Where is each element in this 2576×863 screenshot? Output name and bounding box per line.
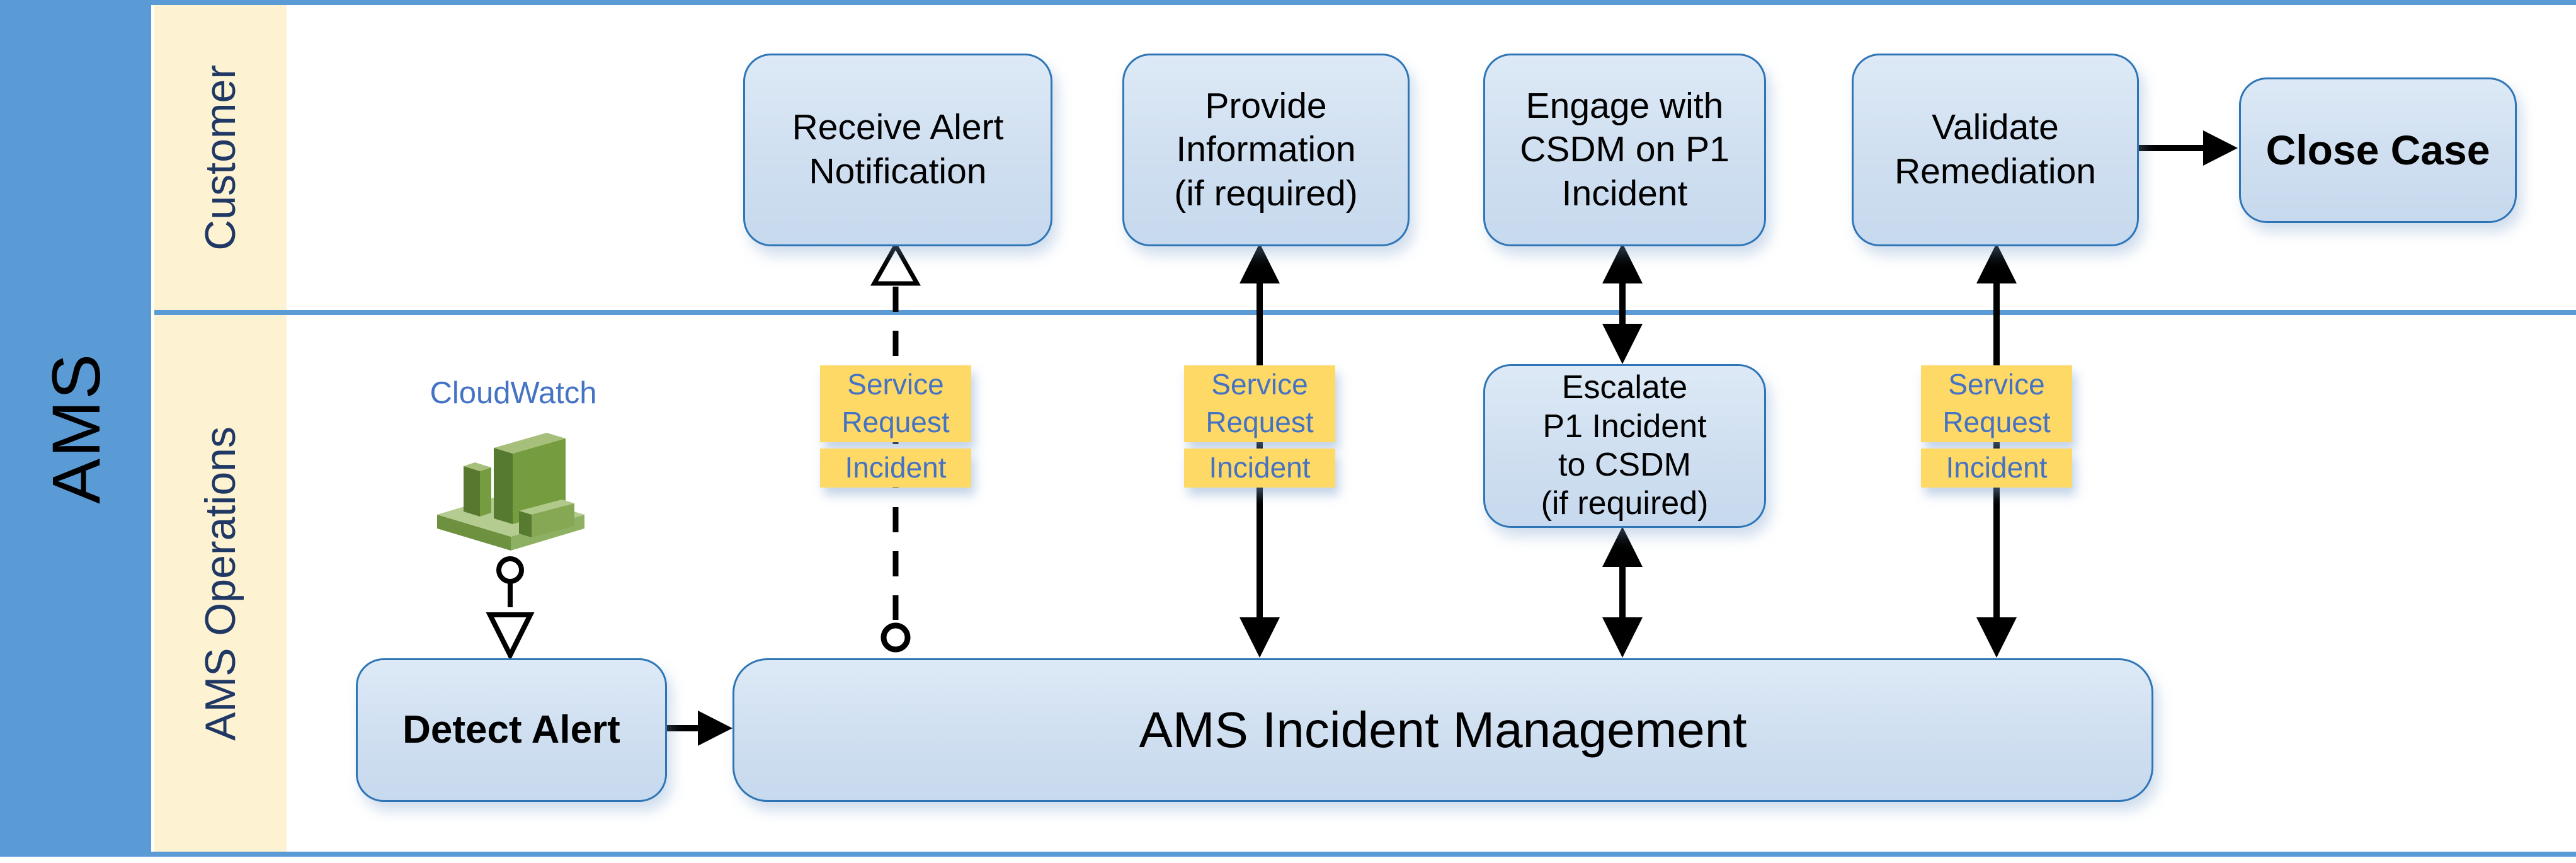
node-label: Receive Alert Notification xyxy=(792,107,1004,191)
node-escalate-p1-incident: Escalate P1 Incident to CSDM (if require… xyxy=(1483,364,1766,528)
open-circle-icon xyxy=(881,622,911,653)
arrowhead-down-icon xyxy=(1976,617,2017,658)
arrowhead-up-icon xyxy=(1240,243,1280,283)
open-triangle-up-icon xyxy=(870,241,921,286)
node-label: Validate Remediation xyxy=(1894,107,2096,191)
arrowhead-up-icon xyxy=(1602,243,1643,283)
connector-cloudwatch-detect xyxy=(486,556,535,661)
open-triangle-down-icon xyxy=(486,612,535,661)
tag-service-request: Service Request xyxy=(1921,365,2072,442)
tag-incident: Incident xyxy=(1184,449,1335,488)
node-engage-csdm: Engage with CSDM on P1 Incident xyxy=(1483,54,1766,246)
lane-header-ams-operations: AMS Operations xyxy=(154,315,287,852)
cloudwatch-icon xyxy=(437,433,584,551)
pool-header-ams: AMS xyxy=(0,5,151,852)
node-label: Close Case xyxy=(2265,127,2490,174)
node-label: Engage with CSDM on P1 Incident xyxy=(1520,85,1730,214)
arrow-validate-to-close xyxy=(2136,130,2238,166)
bottom-border-line xyxy=(0,852,2576,857)
node-label: Detect Alert xyxy=(402,708,620,752)
lane-divider-line xyxy=(154,310,2576,315)
tag-service-request: Service Request xyxy=(820,365,971,442)
tag-service-request: Service Request xyxy=(1184,365,1335,442)
arrowhead-up-icon xyxy=(1602,527,1643,567)
top-border-line xyxy=(0,0,2576,5)
node-close-case: Close Case xyxy=(2239,77,2517,223)
node-label: AMS Incident Management xyxy=(1139,702,1747,758)
arrowhead-up-icon xyxy=(1976,243,2017,283)
tag-incident: Incident xyxy=(820,449,971,488)
node-detect-alert: Detect Alert xyxy=(356,658,667,802)
node-label: Escalate P1 Incident to CSDM (if require… xyxy=(1541,369,1709,522)
open-circle-icon xyxy=(496,556,524,584)
arrowhead-down-icon xyxy=(1240,617,1280,658)
node-receive-alert-notification: Receive Alert Notification xyxy=(743,54,1052,246)
cloudwatch-label: CloudWatch xyxy=(430,376,597,410)
arrowhead-down-icon xyxy=(1602,324,1643,364)
arrowhead-right-icon xyxy=(2203,130,2238,166)
tag-incident: Incident xyxy=(1921,449,2072,488)
node-validate-remediation: Validate Remediation xyxy=(1852,54,2139,246)
node-provide-information: Provide Information (if required) xyxy=(1122,54,1410,246)
connector-escalate-ams xyxy=(1602,527,1643,658)
node-ams-incident-management: AMS Incident Management xyxy=(732,658,2153,802)
node-label: Provide Information (if required) xyxy=(1174,85,1358,214)
arrowhead-down-icon xyxy=(1602,617,1643,658)
arrow-detect-to-ams xyxy=(663,711,732,746)
connector-engage-escalate xyxy=(1602,243,1643,364)
lane-header-customer: Customer xyxy=(154,5,287,310)
arrowhead-right-icon xyxy=(698,711,732,746)
connector-receive-alert xyxy=(870,241,921,653)
